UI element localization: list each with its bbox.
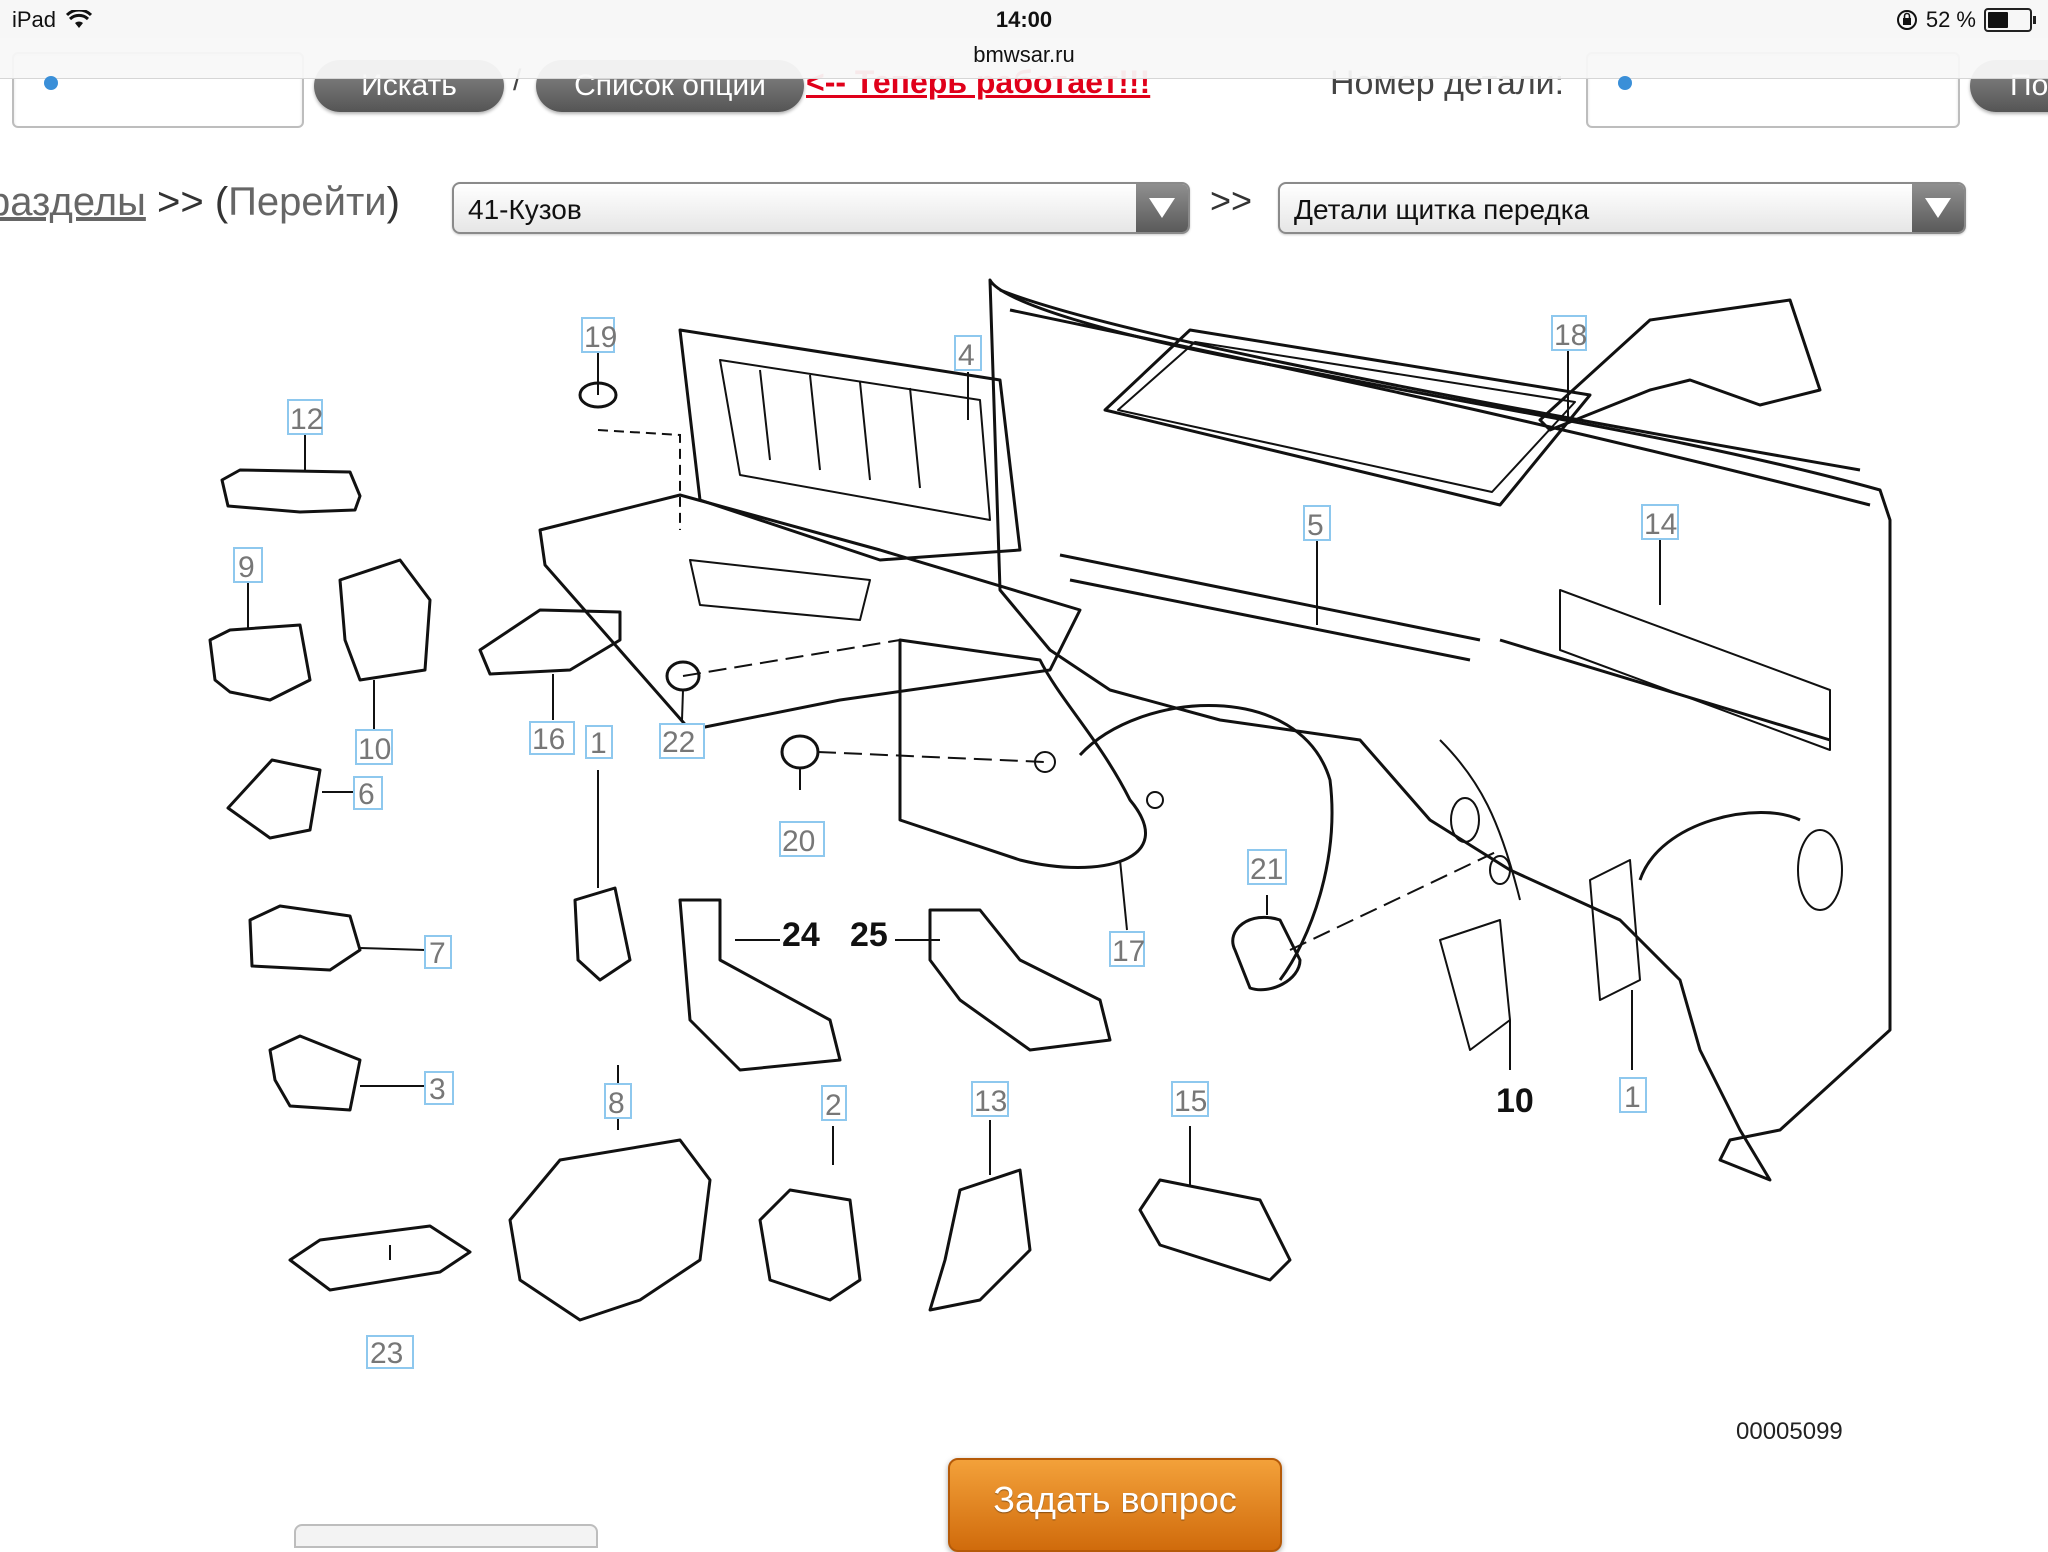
callout-12[interactable]: 12	[290, 403, 323, 436]
status-right: 52 %	[1896, 7, 2036, 33]
wifi-icon	[66, 10, 93, 28]
callout-14[interactable]: 14	[1644, 508, 1677, 541]
address-bar[interactable]: bmwsar.ru	[0, 38, 2048, 79]
callout-9[interactable]: 9	[238, 551, 255, 584]
callout-5[interactable]: 5	[1307, 509, 1324, 542]
ios-status-bar: iPad 14:00 52 %	[0, 0, 2048, 38]
status-left: iPad	[12, 7, 93, 33]
callout-4[interactable]: 4	[958, 339, 975, 372]
part-20	[780, 734, 820, 770]
paren-open: (	[214, 180, 229, 224]
bracket-18	[1538, 298, 1822, 432]
callout-15[interactable]: 15	[1174, 1085, 1207, 1118]
callout-6[interactable]: 6	[358, 778, 375, 811]
parts-diagram: 19 4 5 14 18 12 9 10 6 7 3 23 16 1 22 20…	[208, 278, 1892, 1370]
breadcrumb-arrow: >>	[156, 180, 204, 224]
goto-link[interactable]: Перейти	[228, 180, 387, 224]
part-2	[758, 1188, 862, 1302]
part-10-small	[338, 558, 432, 682]
callout-2[interactable]: 2	[825, 1089, 842, 1122]
group-select[interactable]: 41-Кузов	[452, 182, 1190, 234]
callout-22[interactable]: 22	[662, 726, 695, 759]
plenum	[538, 493, 1082, 732]
part-25	[928, 908, 1112, 1052]
part-24	[678, 898, 842, 1072]
part-1	[573, 886, 632, 982]
chevron-down-icon[interactable]	[1912, 184, 1964, 232]
input-indicator-icon	[44, 76, 58, 90]
part-9	[208, 623, 312, 702]
part-23	[288, 1224, 472, 1292]
orientation-lock-icon	[1896, 10, 1917, 30]
battery-icon	[1984, 8, 2036, 32]
callout-13[interactable]: 13	[974, 1085, 1007, 1118]
subgroup-select[interactable]: Детали щитка передка	[1278, 182, 1966, 234]
device-name: iPad	[12, 7, 57, 32]
document-number: 00005099	[1736, 1418, 1843, 1445]
callout-23[interactable]: 23	[370, 1337, 403, 1370]
battery-percent: 52 %	[1925, 7, 1976, 32]
breadcrumb-arrow-2: >>	[1210, 180, 1253, 221]
duct	[898, 638, 1147, 869]
callout-21[interactable]: 21	[1250, 853, 1283, 886]
callout-10[interactable]: 10	[358, 733, 391, 766]
part-21	[1231, 915, 1302, 992]
part-3	[268, 1034, 362, 1112]
separator: /	[513, 64, 522, 97]
subgroup-select-value: Детали щитка передка	[1294, 194, 1590, 225]
part-7	[248, 904, 362, 972]
part-13	[928, 1168, 1032, 1312]
firewall-panel	[988, 278, 1892, 1182]
part-6	[226, 758, 322, 840]
chevron-down-icon[interactable]	[1136, 184, 1188, 232]
callout-19[interactable]: 19	[584, 321, 617, 354]
part-8	[508, 1138, 712, 1322]
callout-20[interactable]: 20	[782, 825, 815, 858]
bottom-tab[interactable]	[294, 1524, 598, 1548]
callouts	[233, 315, 1679, 1369]
callout-1[interactable]: 1	[590, 727, 607, 760]
callout-25[interactable]: 25	[850, 916, 888, 954]
part-16	[478, 608, 622, 676]
paren-close: )	[386, 180, 400, 224]
clock: 14:00	[995, 7, 1053, 32]
vent-window	[1103, 328, 1592, 507]
callout-16[interactable]: 16	[532, 723, 565, 756]
ask-question-button[interactable]: Задать вопрос	[948, 1458, 1282, 1552]
part-15	[1138, 1178, 1292, 1282]
part-12	[220, 468, 362, 514]
input-indicator-icon	[1618, 76, 1632, 90]
callout-10b[interactable]: 10	[1496, 1082, 1534, 1120]
callout-24[interactable]: 24	[782, 916, 820, 954]
group-select-value: 41-Кузов	[468, 194, 582, 225]
callout-8[interactable]: 8	[608, 1087, 625, 1120]
callout-17[interactable]: 17	[1112, 935, 1145, 968]
callout-3[interactable]: 3	[429, 1073, 446, 1106]
sections-link[interactable]: разделы	[0, 180, 146, 224]
url-text: bmwsar.ru	[973, 42, 1075, 67]
callout-7[interactable]: 7	[429, 937, 446, 970]
callout-11[interactable]: 1	[1624, 1081, 1641, 1114]
wheel-arch	[1078, 704, 1334, 981]
callout-18[interactable]: 18	[1554, 319, 1587, 352]
breadcrumb: разделы >> (Перейти)	[0, 180, 400, 225]
